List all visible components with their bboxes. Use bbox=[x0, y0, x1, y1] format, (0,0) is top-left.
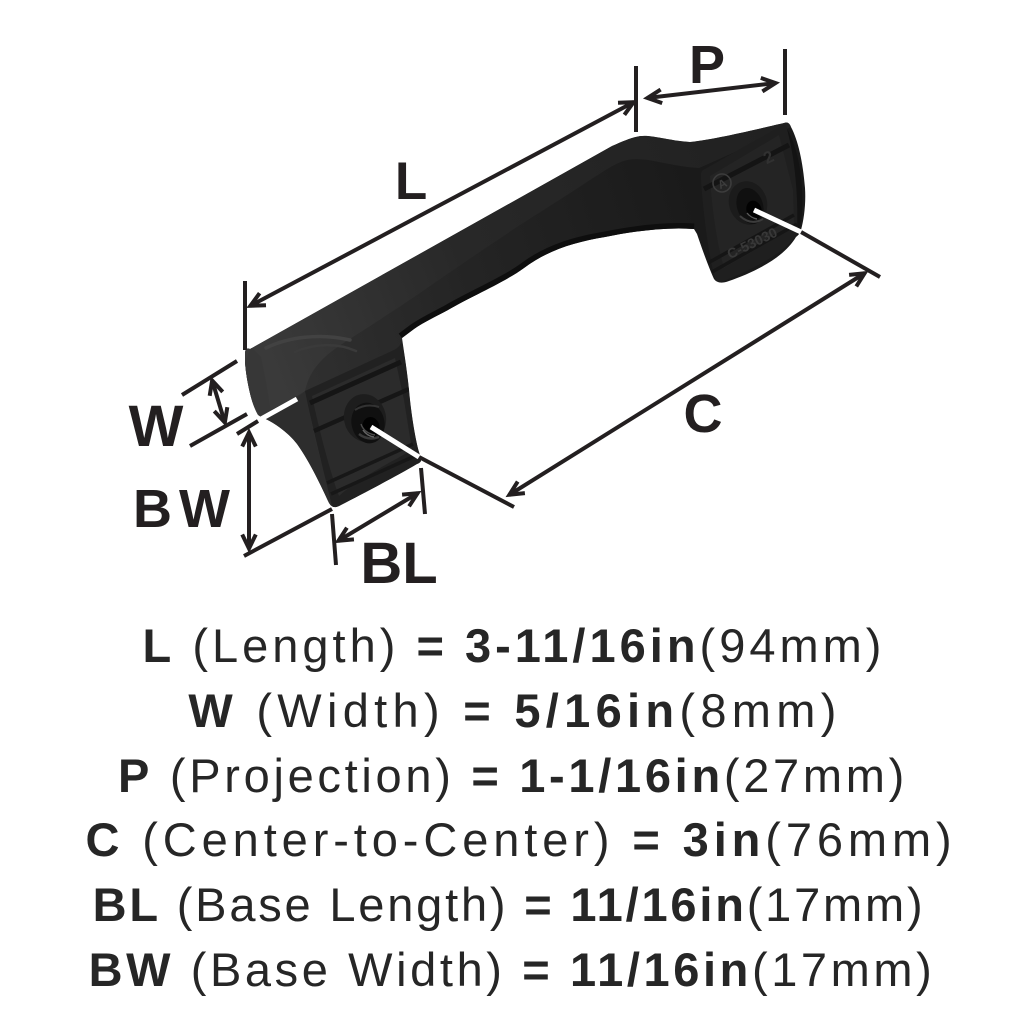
svg-text:P: P bbox=[689, 35, 725, 95]
svg-text:BL: BL bbox=[360, 531, 437, 596]
svg-text:L: L bbox=[395, 152, 427, 211]
svg-text:W: W bbox=[129, 394, 184, 459]
svg-text:BW (Base Width) = 11/16in(17mm: BW (Base Width) = 11/16in(17mm) bbox=[89, 943, 936, 996]
svg-text:BL (Base Length) = 11/16in(17m: BL (Base Length) = 11/16in(17mm) bbox=[93, 878, 926, 931]
svg-text:L (Length) = 3-11/16in(94mm): L (Length) = 3-11/16in(94mm) bbox=[143, 619, 886, 672]
svg-text:BW: BW bbox=[133, 479, 237, 539]
svg-text:C: C bbox=[684, 384, 723, 444]
svg-text:P (Projection) = 1-1/16in(27mm: P (Projection) = 1-1/16in(27mm) bbox=[118, 749, 908, 802]
svg-text:W (Width) = 5/16in(8mm): W (Width) = 5/16in(8mm) bbox=[188, 684, 841, 737]
svg-text:C (Center-to-Center) = 3in(76m: C (Center-to-Center) = 3in(76mm) bbox=[85, 813, 956, 866]
